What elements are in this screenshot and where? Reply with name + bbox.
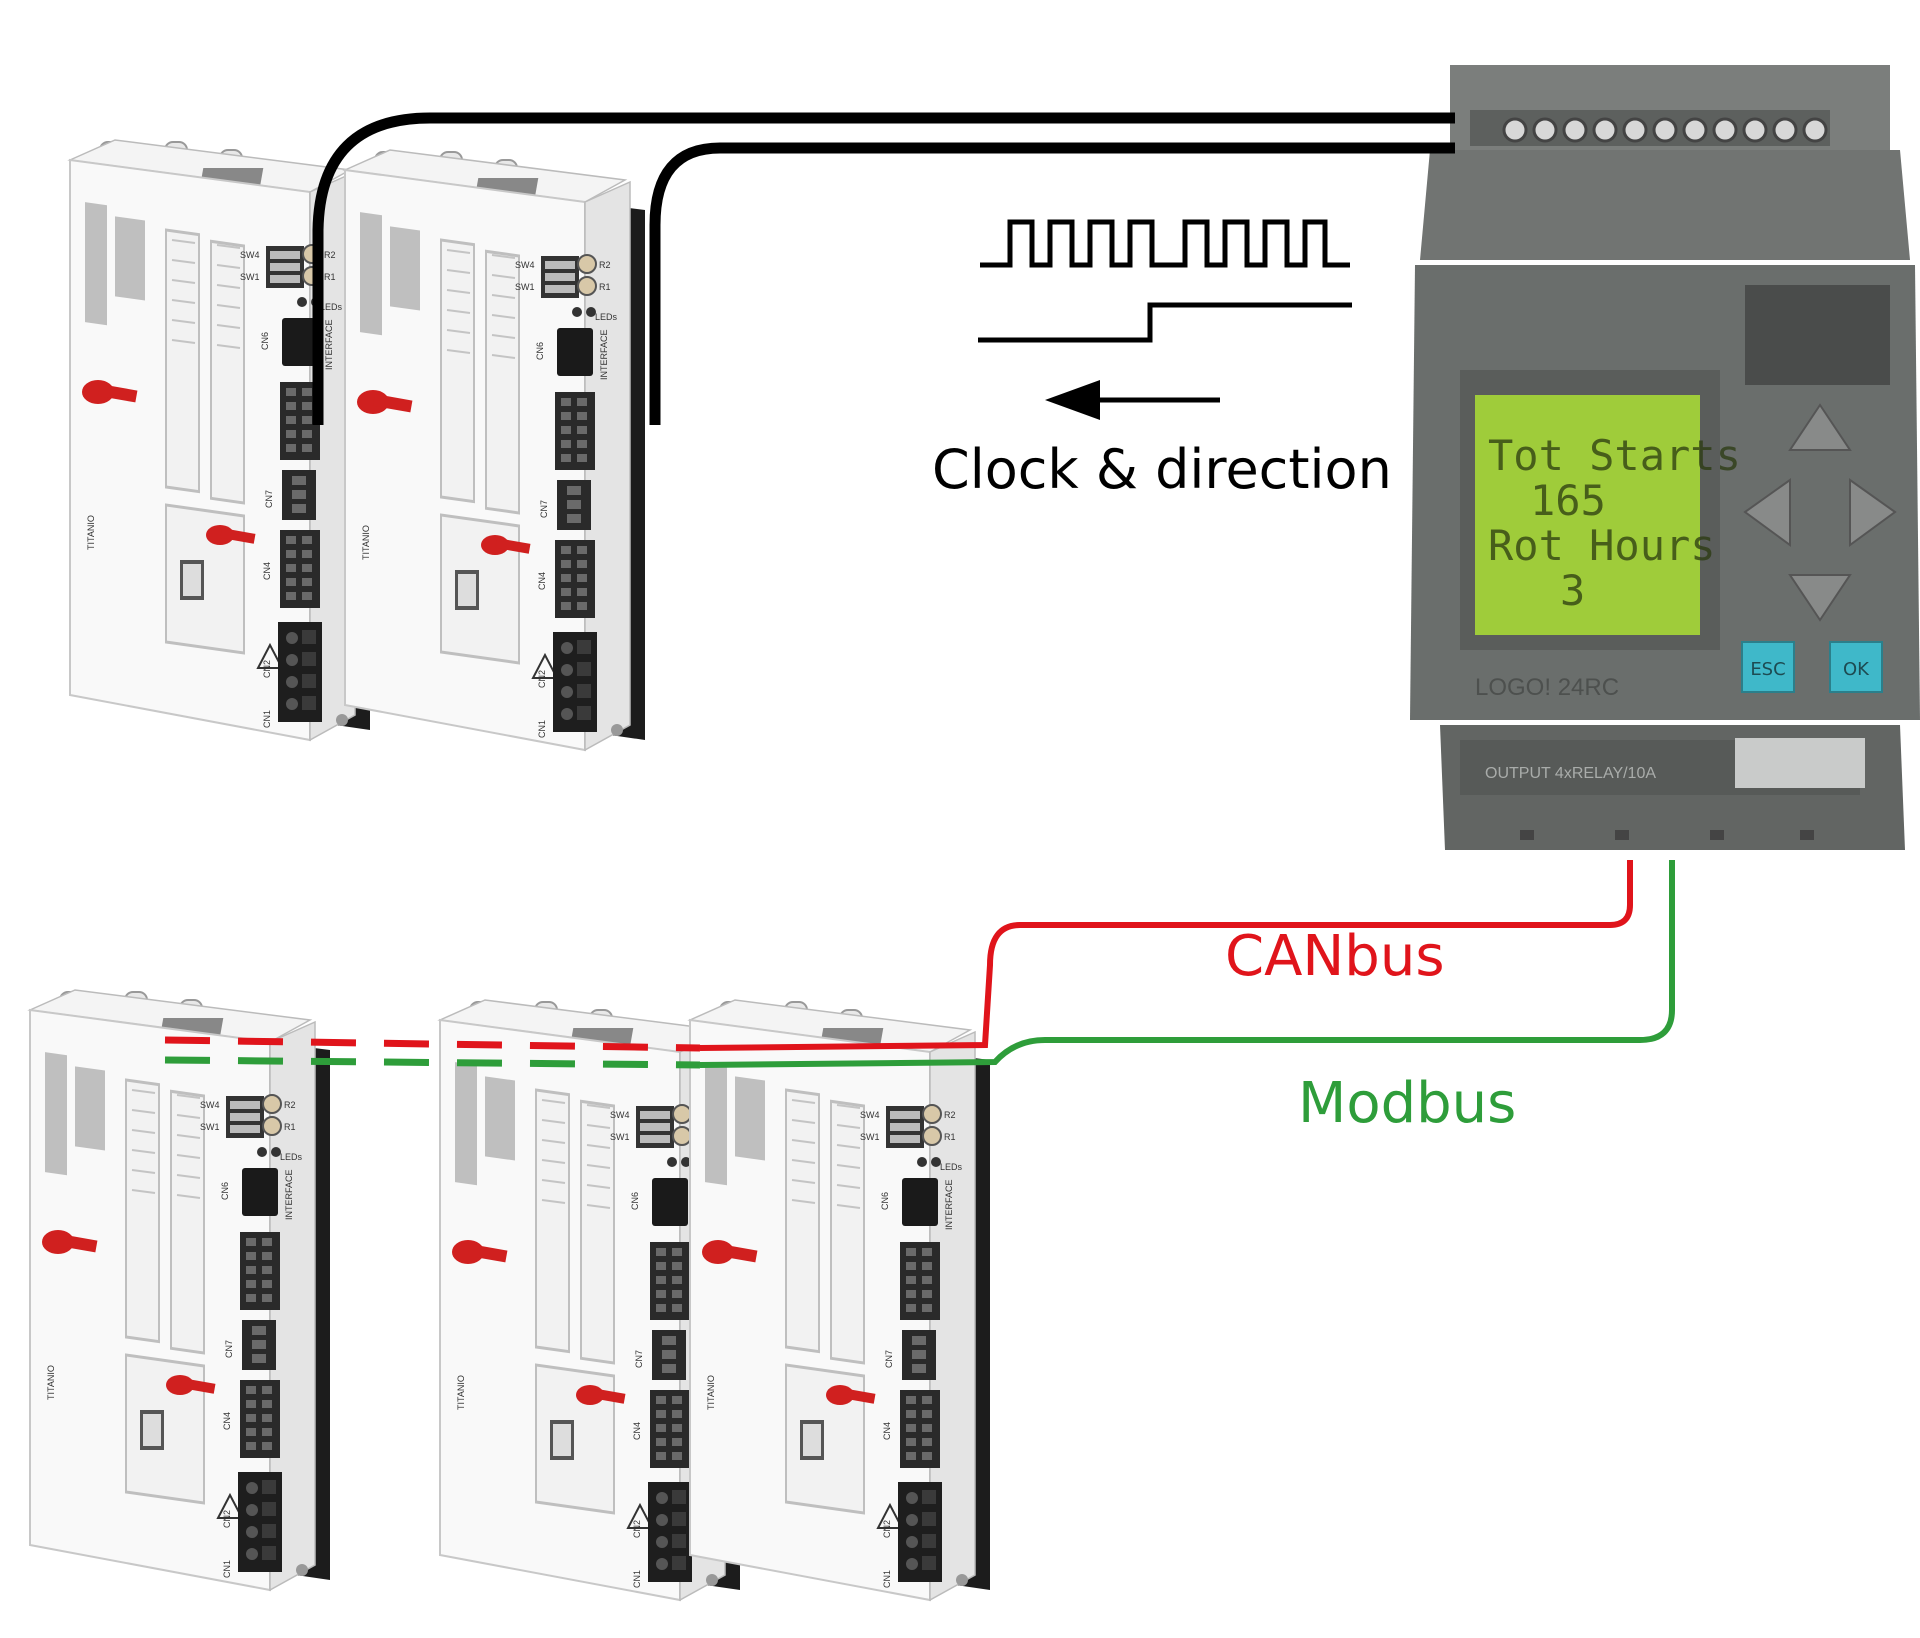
arrow-left-icon [1045,380,1100,420]
clock-direction-label: Clock & direction [932,438,1392,501]
canbus-label: CANbus [1225,924,1445,989]
canbus-wire [699,860,1633,1051]
arrow-up-icon[interactable] [1788,403,1852,451]
arrow-right-icon[interactable] [1849,478,1897,547]
clock-pulse-signal [980,219,1350,268]
ok-button[interactable] [1829,641,1883,693]
clock-wire-1 [312,112,1455,425]
canbus-dashed-link [164,1036,701,1052]
stepper-driver-top-2 [344,149,646,751]
modbus-dashed-link [164,1056,701,1069]
stepper-driver-top-1 [69,139,371,741]
ok-button-label: OK [1843,659,1870,680]
esc-button-label: ESC [1750,659,1785,680]
plc-screen-line-1: Tot Starts [1488,431,1741,480]
arrow-left-icon[interactable] [1743,478,1791,547]
stepper-driver-bottom-1 [29,989,331,1591]
plc-controller: Tot Starts 165 Rot Hours 3 ESC OK LOGO! … [1410,65,1920,850]
stepper-driver-bottom-3 [689,999,991,1601]
esc-button[interactable] [1741,641,1795,693]
plc-screen-line-3: Rot Hours [1488,521,1716,570]
modbus-wire [699,860,1675,1068]
arrow-down-icon[interactable] [1788,574,1852,622]
clock-wire-2 [649,142,1455,425]
plc-lcd-screen [1475,395,1700,635]
direction-signal [978,302,1352,343]
plc-brand: LOGO! 24RC [1475,674,1619,701]
modbus-label: Modbus [1298,1071,1516,1136]
plc-output-label: OUTPUT 4xRELAY/10A [1485,765,1656,782]
plc-screen-line-2: 165 [1530,476,1606,525]
plc-screen-line-4: 3 [1560,566,1585,615]
